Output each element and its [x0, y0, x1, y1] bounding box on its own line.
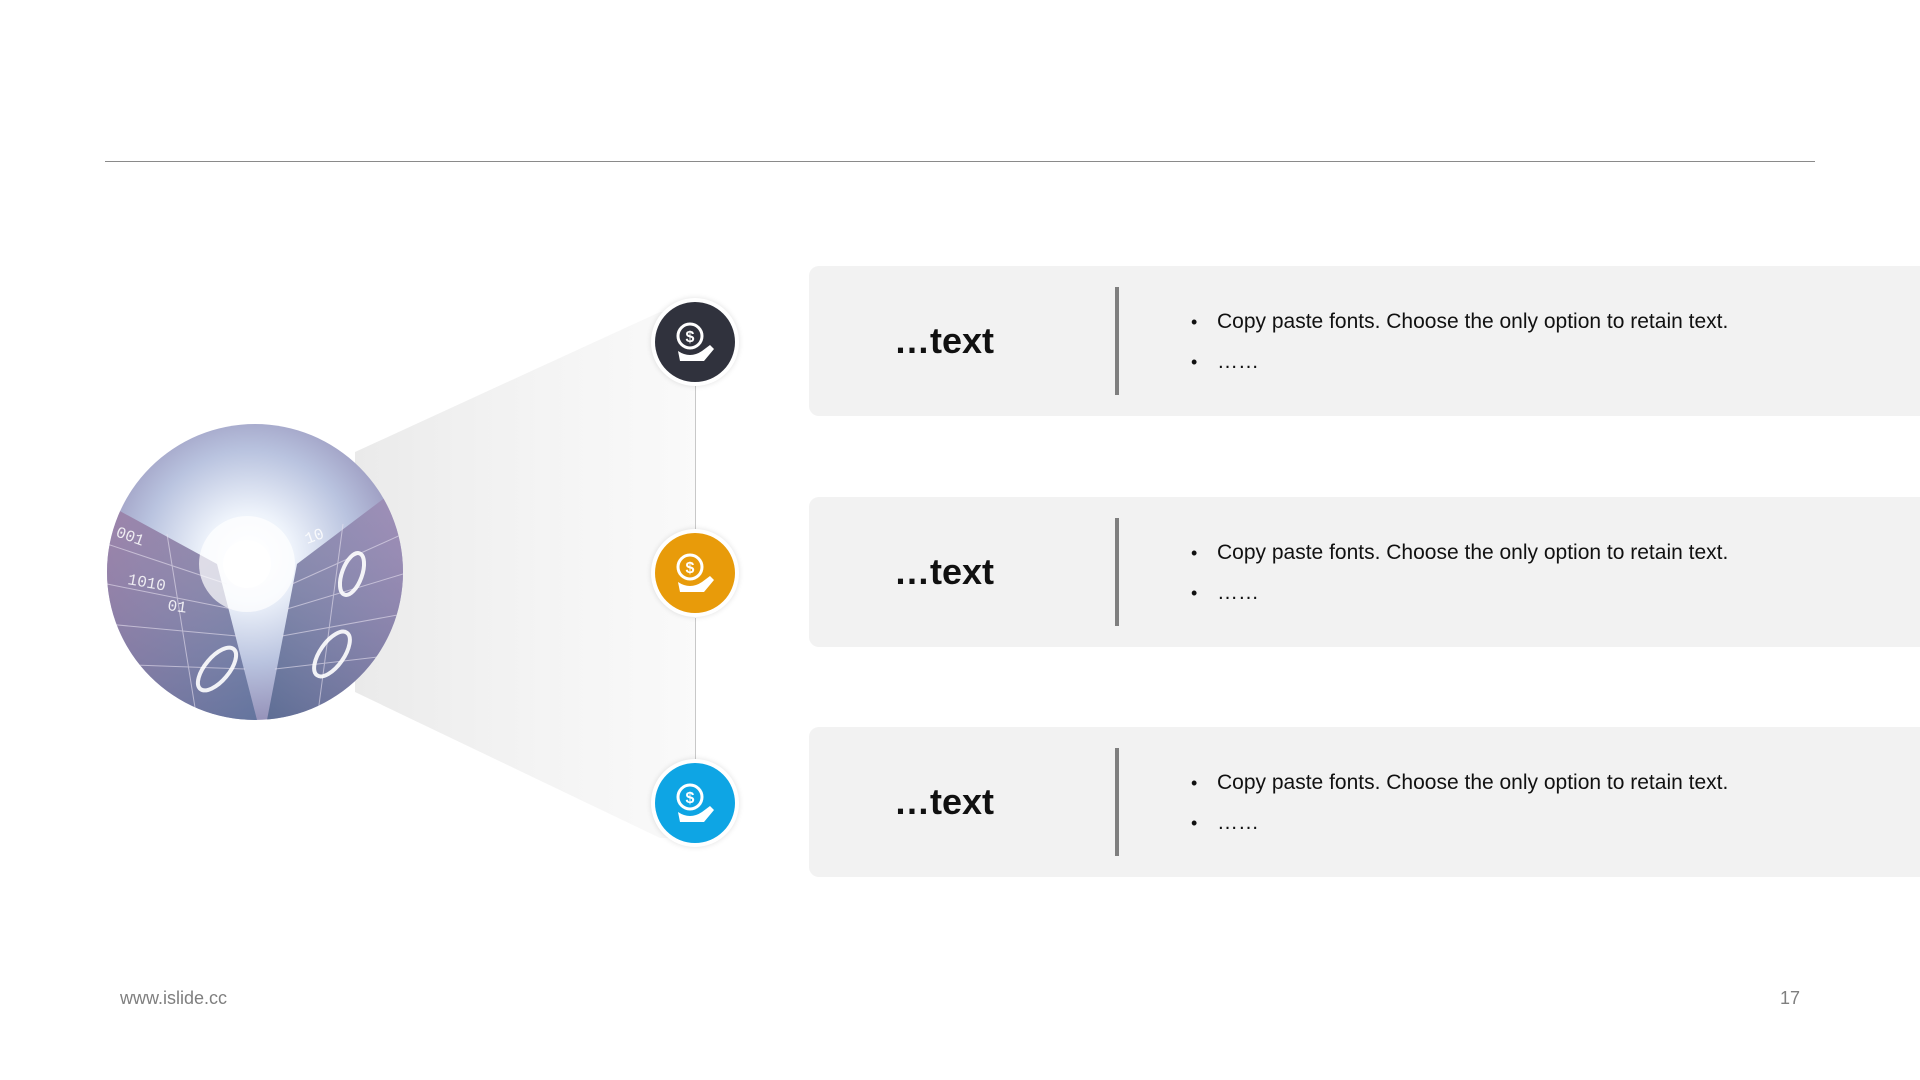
- page-number: 17: [1779, 988, 1800, 1008]
- timeline-node-fill: $: [655, 763, 735, 843]
- dollar-hand-icon: $: [676, 783, 714, 822]
- timeline-node-2: $: [651, 529, 739, 617]
- card-title: …text: [893, 551, 995, 592]
- timeline-connector: [695, 386, 696, 532]
- content-card-2: …text Copy paste fonts. Choose the only …: [809, 497, 1920, 647]
- card-divider: [1115, 748, 1119, 856]
- bullet-list: Copy paste fonts. Choose the only option…: [1179, 310, 1728, 390]
- bullet-item: ……: [1179, 811, 1728, 851]
- timeline-node-fill: $: [655, 533, 735, 613]
- dollar-hand-icon: $: [676, 322, 714, 361]
- svg-text:$: $: [686, 790, 695, 807]
- footer-url: www.islide.cc: [120, 988, 228, 1008]
- svg-text:$: $: [686, 560, 695, 577]
- svg-text:01: 01: [166, 597, 188, 617]
- content-card-3: …text Copy paste fonts. Choose the only …: [809, 727, 1920, 877]
- timeline-node-1: $: [651, 298, 739, 386]
- bullet-item: Copy paste fonts. Choose the only option…: [1179, 771, 1728, 811]
- timeline-node-fill: $: [655, 302, 735, 382]
- content-card-1: …text Copy paste fonts. Choose the only …: [809, 266, 1920, 416]
- bullet-item: ……: [1179, 350, 1728, 390]
- card-title: …text: [893, 320, 995, 361]
- bullet-list: Copy paste fonts. Choose the only option…: [1179, 541, 1728, 621]
- card-divider: [1115, 518, 1119, 626]
- svg-text:10: 10: [303, 525, 327, 548]
- card-title: …text: [893, 781, 995, 822]
- timeline-connector: [695, 618, 696, 762]
- city-building-photo: 001 1010 01 10: [107, 424, 403, 720]
- bullet-item: ……: [1179, 581, 1728, 621]
- title-divider-line: [105, 161, 1815, 162]
- bullet-item: Copy paste fonts. Choose the only option…: [1179, 541, 1728, 581]
- svg-text:$: $: [686, 329, 695, 346]
- dollar-hand-icon: $: [676, 553, 714, 592]
- bullet-item: Copy paste fonts. Choose the only option…: [1179, 310, 1728, 350]
- card-divider: [1115, 287, 1119, 395]
- bullet-list: Copy paste fonts. Choose the only option…: [1179, 771, 1728, 851]
- timeline-node-3: $: [651, 759, 739, 847]
